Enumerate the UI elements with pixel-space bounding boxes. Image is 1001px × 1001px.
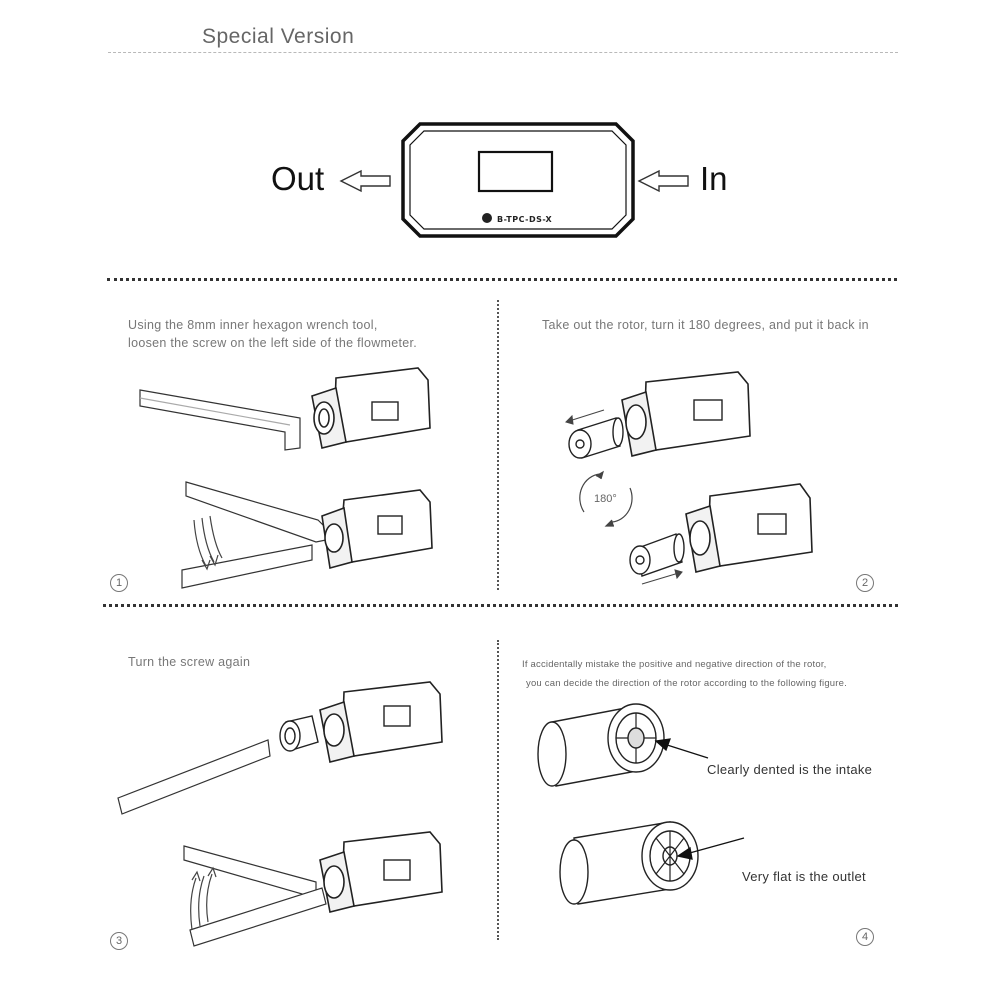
step2-remove-arrow-icon (565, 409, 605, 425)
rotor-intake (537, 703, 665, 787)
step3-wrench-bent (183, 845, 327, 947)
step4-line2: you can decide the direction of the roto… (526, 678, 847, 689)
rotation-label: 180° (594, 493, 617, 505)
step1-rotate-arrows-icon (193, 515, 223, 571)
outlet-callout: Very flat is the outlet (742, 869, 866, 884)
step1-instruction: Using the 8mm inner hexagon wrench tool,… (128, 316, 417, 352)
step2-flowmeter-top (621, 371, 751, 457)
column-divider-lower (497, 640, 499, 940)
step2-flowmeter-bottom (685, 483, 813, 573)
top-flowmeter-device (401, 122, 635, 238)
step1-line2: loosen the screw on the left side of the… (128, 336, 418, 350)
step4-instruction: If accidentally mistake the positive and… (522, 655, 847, 693)
title-divider (108, 52, 898, 53)
rotor-outlet (559, 821, 699, 905)
step3-rotate-arrows-icon (190, 866, 217, 931)
step3-wrench-straight (117, 739, 271, 815)
section-title: Special Version (202, 25, 355, 48)
step1-number-badge: 1 (110, 574, 128, 592)
step3-instruction: Turn the screw again (128, 653, 250, 671)
display-screen-icon (377, 515, 403, 535)
display-screen-icon (477, 150, 554, 193)
column-divider-upper (497, 300, 499, 590)
in-label: In (700, 160, 728, 197)
step1-wrench-bent (181, 481, 327, 589)
step2-number-badge: 2 (856, 574, 874, 592)
step1-wrench-straight (139, 389, 301, 451)
in-arrow-icon (637, 169, 689, 193)
step2-instruction: Take out the rotor, turn it 180 degrees,… (542, 316, 869, 334)
step3-screw-part (279, 715, 319, 752)
outlet-pointer-arrow-icon (676, 837, 745, 860)
section-divider-middle (103, 604, 898, 607)
model-text: B-TPC-DS-X (497, 215, 553, 224)
display-screen-icon (383, 705, 411, 727)
step1-flowmeter-bottom (321, 489, 433, 570)
display-screen-icon (383, 859, 411, 881)
display-screen-icon (757, 513, 787, 535)
step2-rotor-in (629, 533, 685, 577)
display-screen-icon (693, 399, 723, 421)
step4-number-badge: 4 (856, 928, 874, 946)
step3-line1: Turn the screw again (128, 655, 251, 669)
step1-line1: Using the 8mm inner hexagon wrench tool, (128, 318, 378, 332)
step3-number-badge: 3 (110, 932, 128, 950)
out-arrow-icon (339, 169, 391, 193)
step2-rotor-out (568, 417, 624, 459)
intake-pointer-arrow-icon (654, 738, 709, 759)
out-label: Out (271, 160, 325, 197)
intake-callout: Clearly dented is the intake (707, 762, 873, 777)
display-screen-icon (371, 401, 399, 421)
brand-logo-icon (482, 213, 492, 223)
step3-flowmeter-top (319, 681, 443, 763)
step4-line1: If accidentally mistake the positive and… (522, 659, 827, 670)
section-divider-top (107, 278, 897, 281)
step1-flowmeter-top (311, 367, 431, 449)
step2-insert-arrow-icon (641, 569, 683, 585)
step3-flowmeter-bottom (319, 831, 443, 913)
step2-line1: Take out the rotor, turn it 180 degrees,… (542, 318, 869, 332)
step2-rotation-arrows-icon (579, 470, 633, 527)
